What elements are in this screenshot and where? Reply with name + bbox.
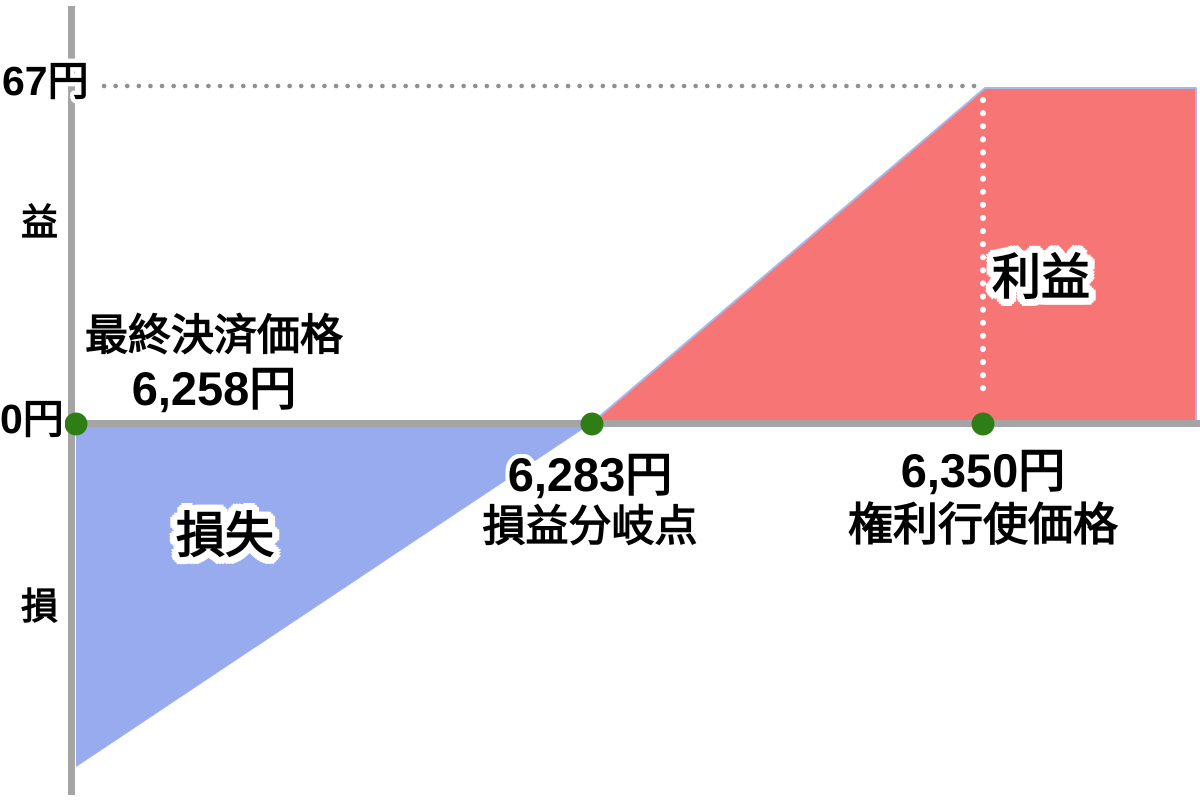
breakeven-annotation: 6,283円 損益分岐点 — [430, 448, 750, 552]
x-axis-line — [68, 420, 1200, 427]
profit-region-label: 利益 — [881, 250, 1200, 307]
breakeven-value: 6,283円 — [507, 448, 673, 501]
strike-annotation: 6,350円 権利行使価格 — [823, 444, 1143, 551]
y-axis-max-profit-label: 67円 — [2, 58, 89, 104]
strike-point — [971, 412, 995, 436]
loss-region-text: 損失 — [175, 509, 274, 563]
settlement-annotation: 最終決済価格 6,258円 — [54, 312, 374, 416]
y-axis-line — [68, 6, 75, 795]
origin-point — [64, 412, 88, 436]
settlement-value: 6,258円 — [131, 361, 297, 415]
y-axis-zero-label: 0円 — [0, 396, 64, 442]
breakeven-point — [580, 412, 604, 436]
loss-region-label: 損失 — [65, 508, 385, 565]
loss-area — [76, 423, 592, 767]
profit-region-text: 利益 — [991, 251, 1090, 305]
settlement-title: 最終決済価格 — [85, 312, 343, 360]
strike-value: 6,350円 — [900, 444, 1066, 497]
breakeven-title: 損益分岐点 — [482, 502, 698, 551]
y-axis-profit-label: 益 — [21, 202, 58, 243]
y-axis-loss-label: 損 — [21, 586, 58, 627]
strike-title: 権利行使価格 — [847, 498, 1118, 550]
